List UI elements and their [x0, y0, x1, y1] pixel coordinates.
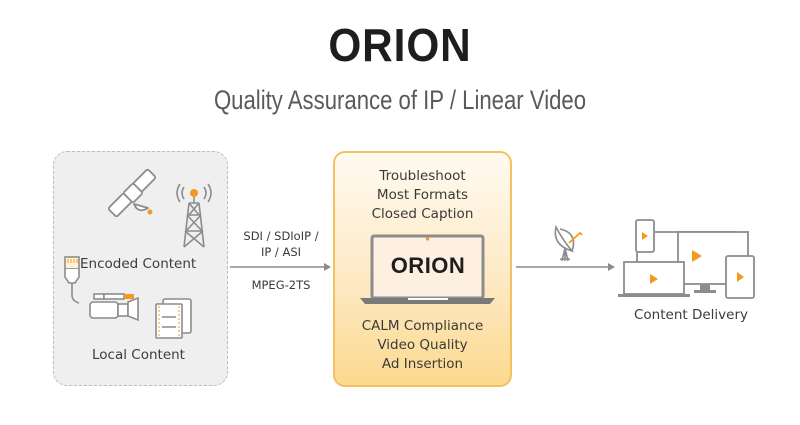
- content-delivery-label: Content Delivery: [634, 307, 749, 323]
- satellite-icon: [107, 168, 157, 218]
- ethernet-cable-icon: [64, 256, 80, 304]
- connection-format-line-1: SDI / SDIoIP /: [243, 229, 319, 243]
- feature-closed-caption: Closed Caption: [371, 206, 474, 222]
- page-subtitle: Quality Assurance of IP / Linear Video: [213, 85, 587, 115]
- feature-calm-compliance: CALM Compliance: [361, 318, 484, 334]
- content-delivery-devices: [618, 219, 755, 299]
- laptop-icon: [360, 234, 495, 304]
- feature-ad-insertion: Ad Insertion: [381, 356, 464, 372]
- feature-video-quality: Video Quality: [377, 337, 468, 353]
- satellite-dish-icon: [554, 224, 583, 262]
- connection-format-line-2: IP / ASI: [260, 245, 302, 259]
- laptop-screen-text: ORION: [390, 253, 466, 278]
- encoded-content-label: Encoded Content: [80, 256, 197, 272]
- local-content-label: Local Content: [92, 347, 185, 363]
- video-camera-icon: [89, 293, 139, 322]
- film-files-icon: [155, 298, 192, 339]
- top-features: Troubleshoot Most Formats Closed Caption: [333, 167, 512, 224]
- bottom-features: CALM Compliance Video Quality Ad Inserti…: [333, 317, 512, 374]
- feature-troubleshoot: Troubleshoot: [379, 168, 466, 184]
- input-arrow: [230, 263, 331, 271]
- connection-transport: MPEG-2TS: [251, 278, 311, 292]
- output-arrow: [516, 263, 615, 271]
- feature-most-formats: Most Formats: [376, 187, 469, 203]
- broadcast-tower-icon: [176, 183, 212, 248]
- connection-formats: SDI / SDIoIP / IP / ASI: [232, 228, 330, 260]
- page-title: ORION: [328, 19, 472, 71]
